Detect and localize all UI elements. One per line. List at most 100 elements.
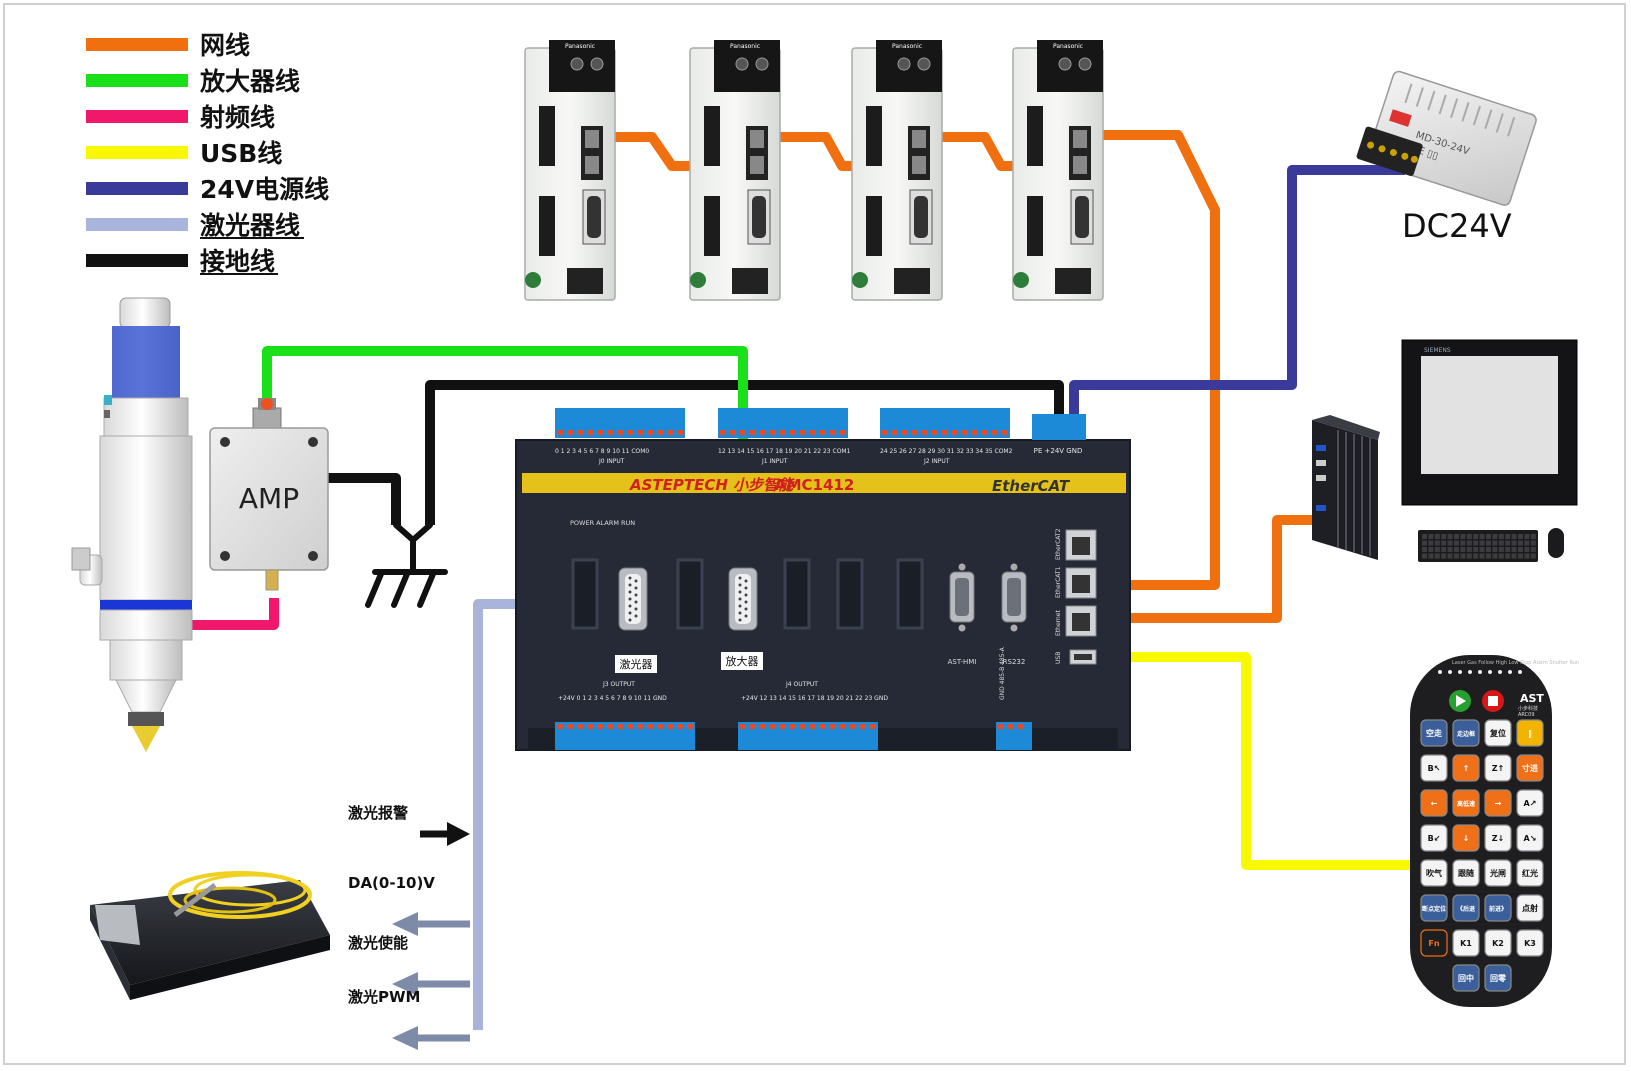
bottom-terminal-numbers: +24V 12 13 14 15 16 17 18 19 20 21 22 23…	[741, 695, 888, 702]
pendant-key[interactable]	[1516, 929, 1544, 957]
pendant-key[interactable]	[1516, 894, 1544, 922]
servo-brand: Panasonic	[565, 43, 595, 50]
ground-symbol	[365, 522, 448, 608]
pendant-key-label: Fn	[1428, 939, 1439, 948]
pendant-top-leds: Laser Gas Follow High Low Stop Alarm Shu…	[1452, 660, 1579, 666]
pendant-key[interactable]	[1452, 859, 1480, 887]
legend-label: 射频线	[199, 103, 275, 132]
amplifier-port-label: 放大器	[726, 654, 759, 668]
pendant-key[interactable]	[1484, 789, 1512, 817]
servo-drives: Panasonic Panasonic Panasonic Panasonic	[524, 40, 1104, 301]
servo-drive: Panasonic	[689, 40, 781, 301]
pendant-key-label: ←	[1431, 799, 1438, 808]
bottom-terminal-numbers: +24V 0 1 2 3 4 5 6 7 8 9 10 11 GND	[558, 695, 667, 702]
pendant-key[interactable]	[1420, 824, 1448, 852]
dsub-slot	[896, 558, 924, 630]
top-terminal-numbers: 0 1 2 3 4 5 6 7 8 9 10 11 COM0	[555, 448, 649, 455]
pendant-key-label: 《后退	[1457, 905, 1475, 913]
pendant-key-label: ↓	[1463, 834, 1470, 843]
ethernet-wire-servo-to-controller	[1096, 130, 1220, 590]
pendant-key[interactable]	[1516, 789, 1544, 817]
arrow-right-icon	[447, 822, 470, 846]
pendant-key[interactable]	[1516, 824, 1544, 852]
pendant-key[interactable]	[1420, 929, 1448, 957]
top-terminal-numbers: 12 13 14 15 16 17 18 19 20 21 22 23 COM1	[718, 448, 851, 455]
pendant-key-label: 寸进	[1522, 763, 1538, 773]
pendant-key[interactable]	[1452, 964, 1480, 992]
pendant-key-label: 光闸	[1489, 868, 1506, 878]
industrial-pc	[1312, 415, 1380, 560]
laser-port-label: 激光器	[620, 657, 653, 671]
pendant-key-label: ↑	[1463, 764, 1470, 773]
power-24v-wire	[1069, 165, 1405, 430]
ethercat2-label: EtherCAT2	[1055, 528, 1062, 560]
pendant-key[interactable]	[1452, 789, 1480, 817]
controller-brand: ASTEPTECH 小步智能	[629, 476, 795, 494]
bottom-terminal-caption: J4 OUTPUT	[785, 681, 818, 688]
pendant-key-label: K1	[1460, 939, 1472, 948]
pendant-key[interactable]	[1452, 719, 1480, 747]
power-supply: MD-30-24V CE ▯▯	[1356, 70, 1537, 206]
pendant-key-label: 跟随	[1458, 868, 1474, 878]
power-supply-label: DC24V	[1402, 207, 1512, 245]
pendant-key-label: Z↑	[1492, 764, 1505, 773]
servo-brand: Panasonic	[892, 43, 922, 50]
pendant-key[interactable]	[1452, 754, 1480, 782]
stop-icon	[1488, 696, 1498, 706]
monitor: SIEMENS	[1401, 339, 1578, 506]
amplifier: AMP	[209, 398, 329, 591]
legend-swatch	[86, 146, 188, 159]
pendant-key[interactable]	[1484, 824, 1512, 852]
ethercat-logo: EtherCAT	[992, 477, 1071, 495]
pendant-key-label: 走边框	[1457, 730, 1475, 738]
ethernet-wire-controller-to-pc	[1096, 515, 1312, 623]
usb-label: USB	[1055, 652, 1062, 664]
pendant-key-label: 复位	[1489, 728, 1506, 738]
pendant-key-label: K2	[1492, 939, 1504, 948]
pendant-key[interactable]	[1420, 894, 1448, 922]
pendant-key[interactable]	[1420, 859, 1448, 887]
usb-wire	[1098, 652, 1412, 870]
servo-brand: Panasonic	[730, 43, 760, 50]
controller-amc1412: PE +24V GND 0 1 2 3 4 5 6 7 8 9 10 11 CO…	[515, 408, 1131, 751]
pendant-key[interactable]	[1516, 719, 1544, 747]
pendant-key[interactable]	[1484, 964, 1512, 992]
pendant-key[interactable]	[1484, 754, 1512, 782]
dsub-slot	[676, 558, 704, 630]
status-led-labels: POWER ALARM RUN	[570, 519, 635, 527]
legend-swatch	[86, 110, 188, 123]
pendant-key[interactable]	[1420, 719, 1448, 747]
handheld-pendant: Laser Gas Follow High Low Stop Alarm Shu…	[1410, 655, 1579, 1007]
pendant-key[interactable]	[1452, 824, 1480, 852]
pendant-key-label: ‖	[1528, 729, 1532, 738]
servo-brand: Panasonic	[1053, 43, 1083, 50]
pendant-key-label: 回零	[1490, 973, 1507, 983]
pendant-key[interactable]	[1484, 894, 1512, 922]
pendant-key[interactable]	[1484, 859, 1512, 887]
pendant-key-label: B↙	[1428, 834, 1441, 843]
legend-swatch	[86, 218, 188, 231]
page-frame	[3, 3, 1626, 1065]
legend-swatch	[86, 38, 188, 51]
pendant-key[interactable]	[1420, 754, 1448, 782]
pendant-key[interactable]	[1516, 754, 1544, 782]
start-icon	[1456, 695, 1466, 707]
pendant-key-label: 点射	[1522, 903, 1538, 913]
pendant-key[interactable]	[1484, 719, 1512, 747]
legend-swatch	[86, 254, 188, 267]
pendant-key-label: A↗	[1524, 799, 1537, 808]
ethernet-label: Ethernet	[1055, 610, 1062, 636]
pendant-key[interactable]	[1452, 894, 1480, 922]
top-terminal-captions: 0 1 2 3 4 5 6 7 8 9 10 11 COM0 J0 INPUT 12…	[555, 448, 1013, 465]
pendant-key-label: 高低速	[1457, 800, 1475, 808]
hmi-port-label: AST-HMI	[948, 658, 977, 666]
pendant-key[interactable]	[1452, 929, 1480, 957]
pendant-key[interactable]	[1516, 859, 1544, 887]
pendant-key[interactable]	[1484, 929, 1512, 957]
controller-model: AMC1412	[775, 476, 854, 494]
top-terminal-caption: J0 INPUT	[598, 458, 625, 465]
laser-signal-label: DA(0-10)V	[348, 874, 435, 892]
pendant-key[interactable]	[1420, 789, 1448, 817]
